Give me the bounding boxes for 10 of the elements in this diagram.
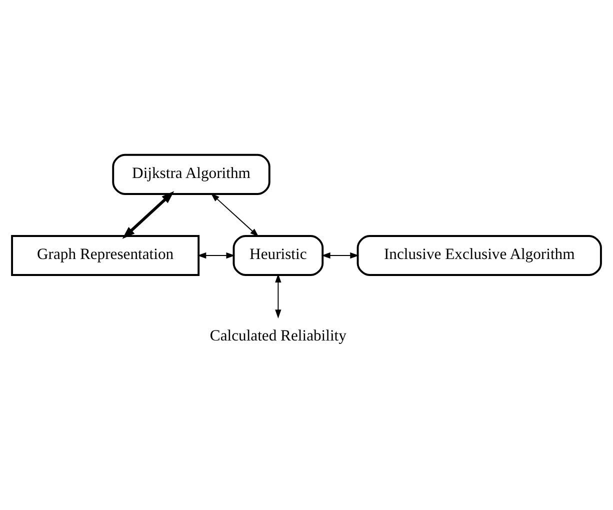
node-box: Inclusive Exclusive Algorithm xyxy=(356,234,602,276)
node-box: Heuristic xyxy=(232,234,324,276)
node-text: Calculated Reliability xyxy=(210,326,346,344)
node-box: Graph Representation xyxy=(11,234,200,276)
arrow xyxy=(210,192,259,236)
node-box: Dijkstra Algorithm xyxy=(112,153,270,194)
arrow xyxy=(322,252,359,258)
arrow xyxy=(275,273,282,318)
arrow xyxy=(197,252,236,258)
arrow xyxy=(122,190,174,238)
